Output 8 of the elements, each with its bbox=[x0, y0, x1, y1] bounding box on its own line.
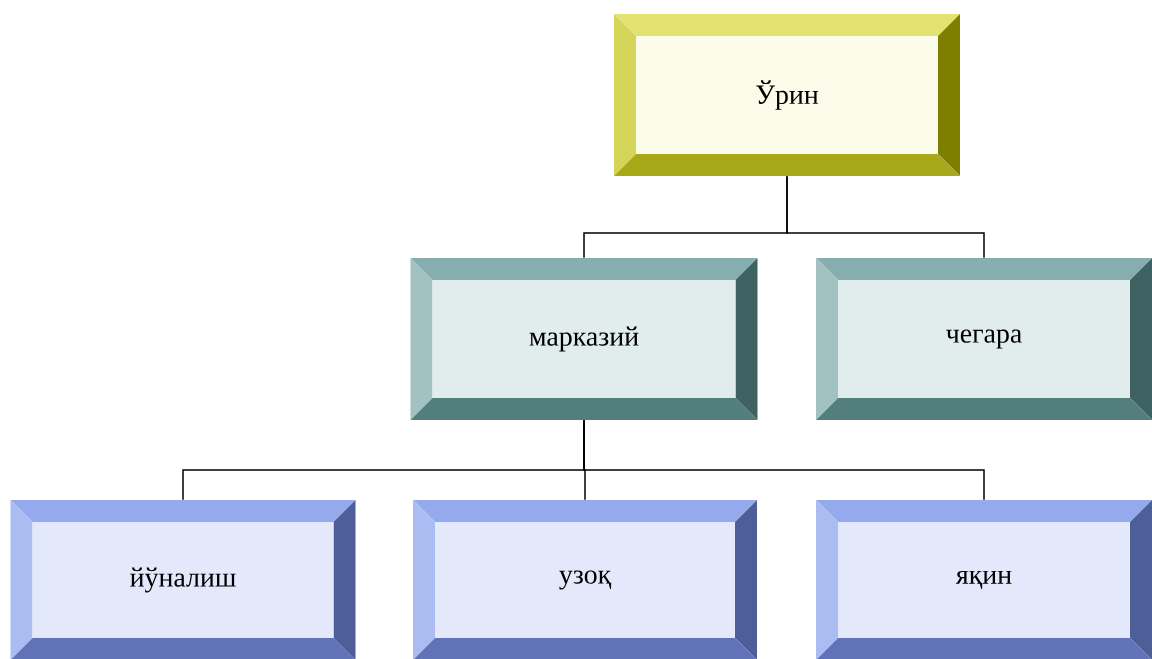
bevel-box: яқин bbox=[816, 500, 1152, 659]
bevel-box: марказий bbox=[410, 258, 758, 420]
connector-line bbox=[583, 419, 985, 501]
bevel-box: чегара bbox=[816, 258, 1152, 420]
bevel-box: узоқ bbox=[413, 500, 757, 659]
connector-line bbox=[786, 175, 985, 259]
bevel-box: йўналиш bbox=[10, 500, 356, 659]
bevel-box: Ўрин bbox=[614, 14, 960, 176]
